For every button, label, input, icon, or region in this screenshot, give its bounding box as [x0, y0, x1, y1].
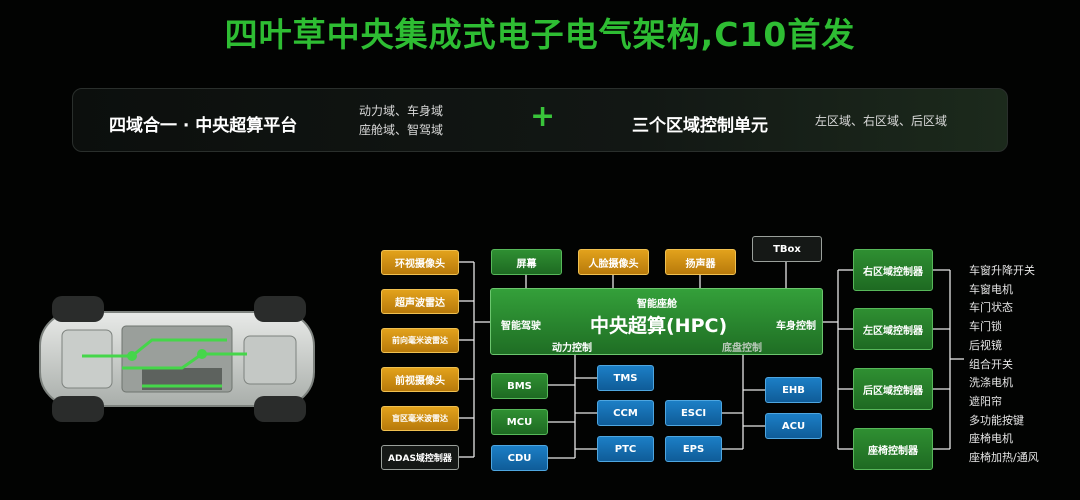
power-box-ptc: PTC [597, 436, 654, 462]
zone-list: 左区域、右区域、后区域 [815, 114, 948, 128]
chassis-box-acu: ACU [765, 413, 822, 439]
power-box-cdu: CDU [491, 445, 548, 471]
power-box-bms: BMS [491, 373, 548, 399]
chassis-box-esci: ESCI [665, 400, 722, 426]
zone-controller-seat: 座椅控制器 [853, 428, 933, 470]
list-item: 车窗升降开关 [969, 264, 1035, 277]
hpc-title: 中央超算(HPC) [590, 315, 728, 337]
left-box-surround-camera: 环视摄像头 [381, 250, 459, 275]
list-item: 遮阳帘 [969, 394, 1002, 408]
left-box-blindspot-radar: 盲区毫米波雷达 [381, 406, 459, 431]
power-box-ccm: CCM [597, 400, 654, 426]
hpc-cockpit-label: 智能座舱 [637, 299, 677, 310]
summary-panel: 四域合一 · 中央超算平台 动力域、车身域 座舱域、智驾域 + 三个区域控制单元… [72, 88, 1008, 152]
body-function-list: 车窗升降开关 车窗电机 车门状态 车门锁 后视镜 组合开关 洗涤电机 遮阳帘 多… [969, 262, 1069, 468]
top-box-face-camera: 人脸摄像头 [578, 249, 649, 275]
list-item: 多功能按键 [969, 413, 1024, 427]
zone-controller-rear: 后区域控制器 [853, 368, 933, 410]
domain-list-2: 座舱域、智驾域 [359, 123, 444, 137]
top-box-screen: 屏幕 [491, 249, 562, 275]
car-chassis-illustration [39, 296, 315, 422]
top-box-tbox: TBox [752, 236, 822, 262]
list-item: 车窗电机 [969, 282, 1013, 296]
top-box-speaker: 扬声器 [665, 249, 736, 275]
zone-controller-right: 右区域控制器 [853, 249, 933, 291]
power-box-mcu: MCU [491, 409, 548, 435]
list-item: 座椅电机 [969, 432, 1013, 446]
left-box-adas-controller: ADAS域控制器 [381, 445, 459, 470]
left-box-front-mmwave-radar: 前向毫米波雷达 [381, 328, 459, 353]
domain-list-1: 动力域、车身域 [359, 104, 444, 118]
zone-controller-left: 左区域控制器 [853, 308, 933, 350]
chassis-box-eps: EPS [665, 436, 722, 462]
zone-units-label: 三个区域控制单元 [632, 116, 768, 136]
hpc-adas-label: 智能驾驶 [501, 321, 541, 332]
left-box-ultrasonic-radar: 超声波雷达 [381, 289, 459, 314]
list-item: 组合开关 [969, 357, 1013, 371]
hpc-power-label: 动力控制 [552, 343, 592, 354]
list-item: 座椅加热/通风 [969, 451, 1039, 465]
list-item: 车门状态 [969, 301, 1013, 315]
list-item: 车门锁 [969, 320, 1002, 334]
list-item: 洗涤电机 [969, 376, 1013, 390]
central-platform-label: 四域合一 · 中央超算平台 [109, 116, 298, 136]
hpc-central-computer: 智能座舱 智能驾驶 中央超算(HPC) 车身控制 动力控制 底盘控制 [490, 288, 823, 355]
page-title: 四叶草中央集成式电子电气架构,C10首发 [224, 15, 856, 54]
plus-icon: + [530, 99, 556, 134]
left-box-front-camera: 前视摄像头 [381, 367, 459, 392]
chassis-box-ehb: EHB [765, 377, 822, 403]
hpc-chassis-label: 底盘控制 [722, 343, 762, 354]
power-box-tms: TMS [597, 365, 654, 391]
hpc-body-label: 车身控制 [776, 321, 816, 332]
list-item: 后视镜 [969, 338, 1002, 352]
